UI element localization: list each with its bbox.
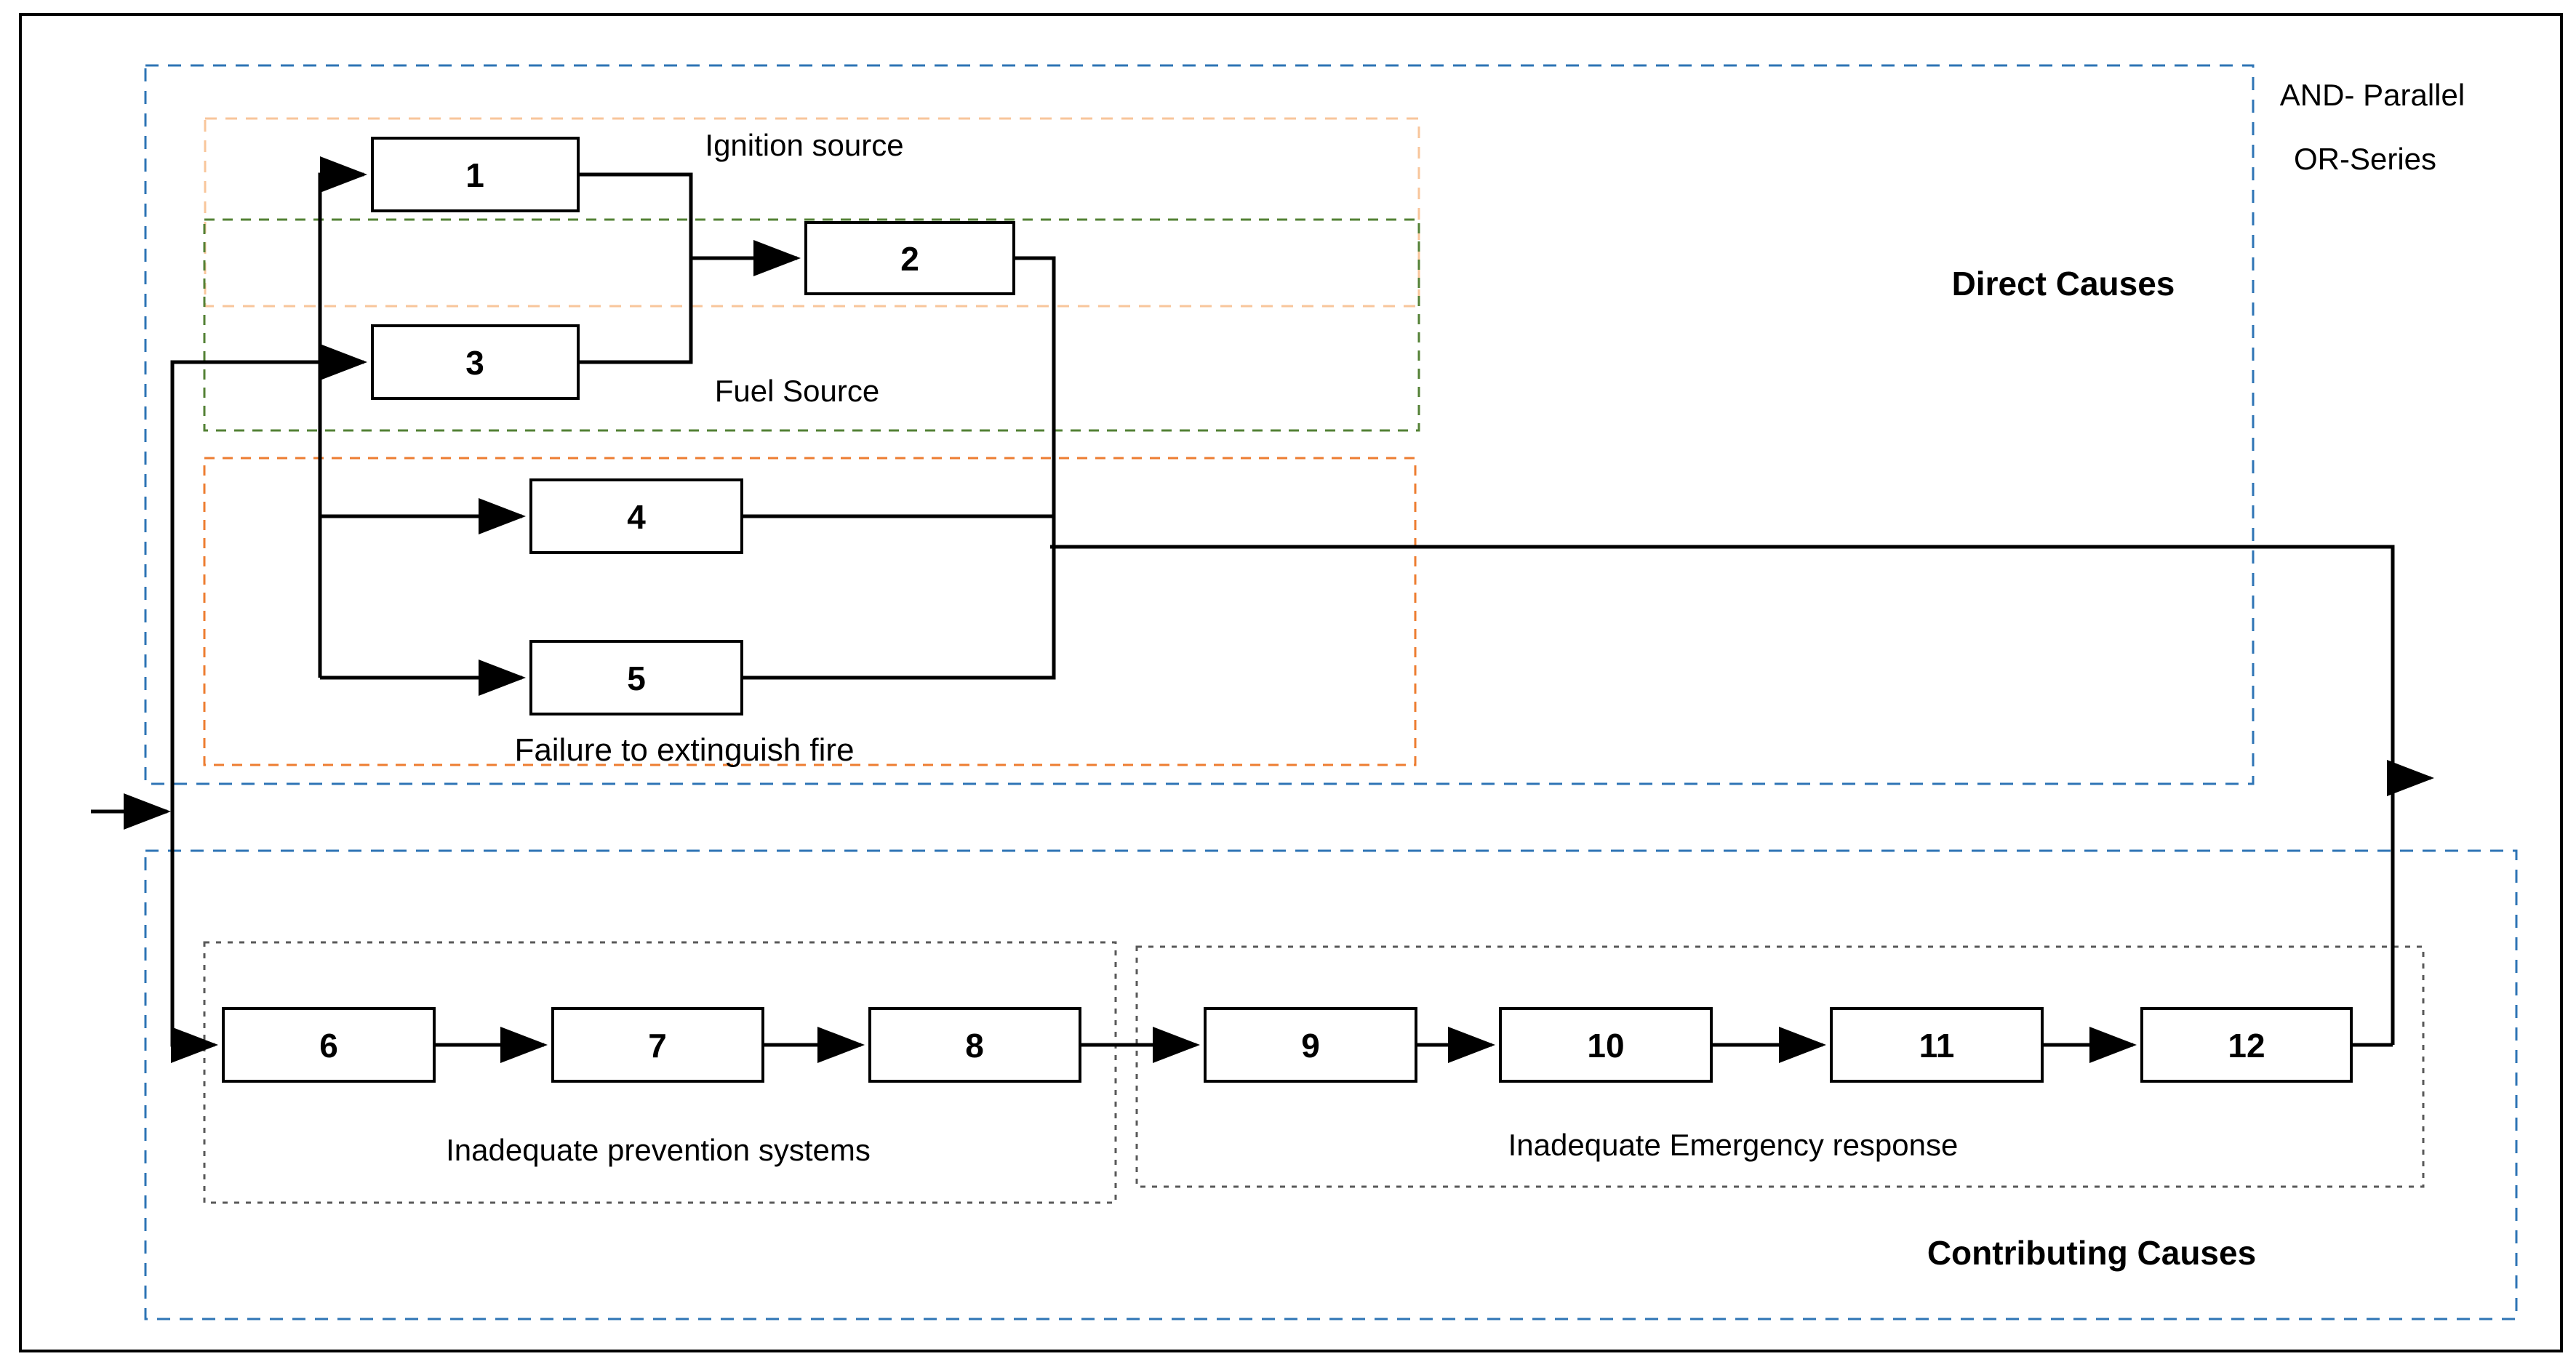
contributing-causes-region — [144, 849, 2518, 1320]
failure-to-extinguish-label: Failure to extinguish fire — [514, 732, 854, 768]
node-1-box — [371, 137, 580, 212]
legend-and-parallel: AND- Parallel — [2280, 78, 2465, 112]
node-3-box — [371, 324, 580, 400]
node-2-label: 2 — [900, 240, 919, 278]
node-6-box — [222, 1007, 436, 1083]
node-4-label: 4 — [627, 498, 646, 536]
inadequate-prevention-label: Inadequate prevention systems — [446, 1133, 871, 1167]
node-1-label: 1 — [465, 156, 484, 194]
fuel-source-region — [203, 218, 1420, 432]
node-11-label: 11 — [1919, 1027, 1955, 1065]
node-7-box — [551, 1007, 764, 1083]
connector-direct-causes-out — [1050, 545, 2395, 1045]
connector-node1-node3-join — [578, 172, 693, 364]
outer-border — [19, 13, 2563, 1352]
node-3-label: 3 — [465, 344, 484, 382]
connector-spine-down-to-node6 — [170, 809, 218, 1063]
node-6-label: 6 — [319, 1027, 338, 1065]
contributing-causes-label: Contributing Causes — [1927, 1234, 2256, 1272]
connector-spine-up-to-node3 — [170, 344, 367, 811]
node-12-box — [2140, 1007, 2353, 1083]
legend-or-series: OR-Series — [2294, 142, 2436, 176]
inadequate-prevention-region — [203, 941, 1117, 1204]
node-5-box — [529, 640, 743, 715]
node-12-label: 12 — [2228, 1027, 2265, 1065]
node-11-box — [1830, 1007, 2044, 1083]
direct-causes-region — [144, 64, 2255, 785]
node-9-label: 9 — [1301, 1027, 1320, 1065]
node-10-box — [1499, 1007, 1713, 1083]
node-10-label: 10 — [1587, 1027, 1624, 1065]
node-7-label: 7 — [648, 1027, 667, 1065]
node-8-box — [868, 1007, 1081, 1083]
node-5-label: 5 — [627, 660, 646, 697]
node-9-box — [1204, 1007, 1417, 1083]
failure-to-extinguish-region — [203, 457, 1417, 766]
ignition-source-region — [204, 117, 1420, 308]
fuel-source-label: Fuel Source — [715, 374, 879, 408]
inadequate-emergency-region — [1135, 945, 2425, 1188]
connector-split-to-node1 — [318, 156, 367, 678]
inadequate-emergency-label: Inadequate Emergency response — [1508, 1128, 1959, 1162]
node-4-box — [529, 478, 743, 554]
node-8-label: 8 — [965, 1027, 984, 1065]
node-2-box — [804, 221, 1015, 295]
connector-node2-node5-join — [742, 256, 1056, 680]
ignition-source-label: Ignition source — [705, 128, 903, 162]
direct-causes-label: Direct Causes — [1952, 265, 2175, 302]
